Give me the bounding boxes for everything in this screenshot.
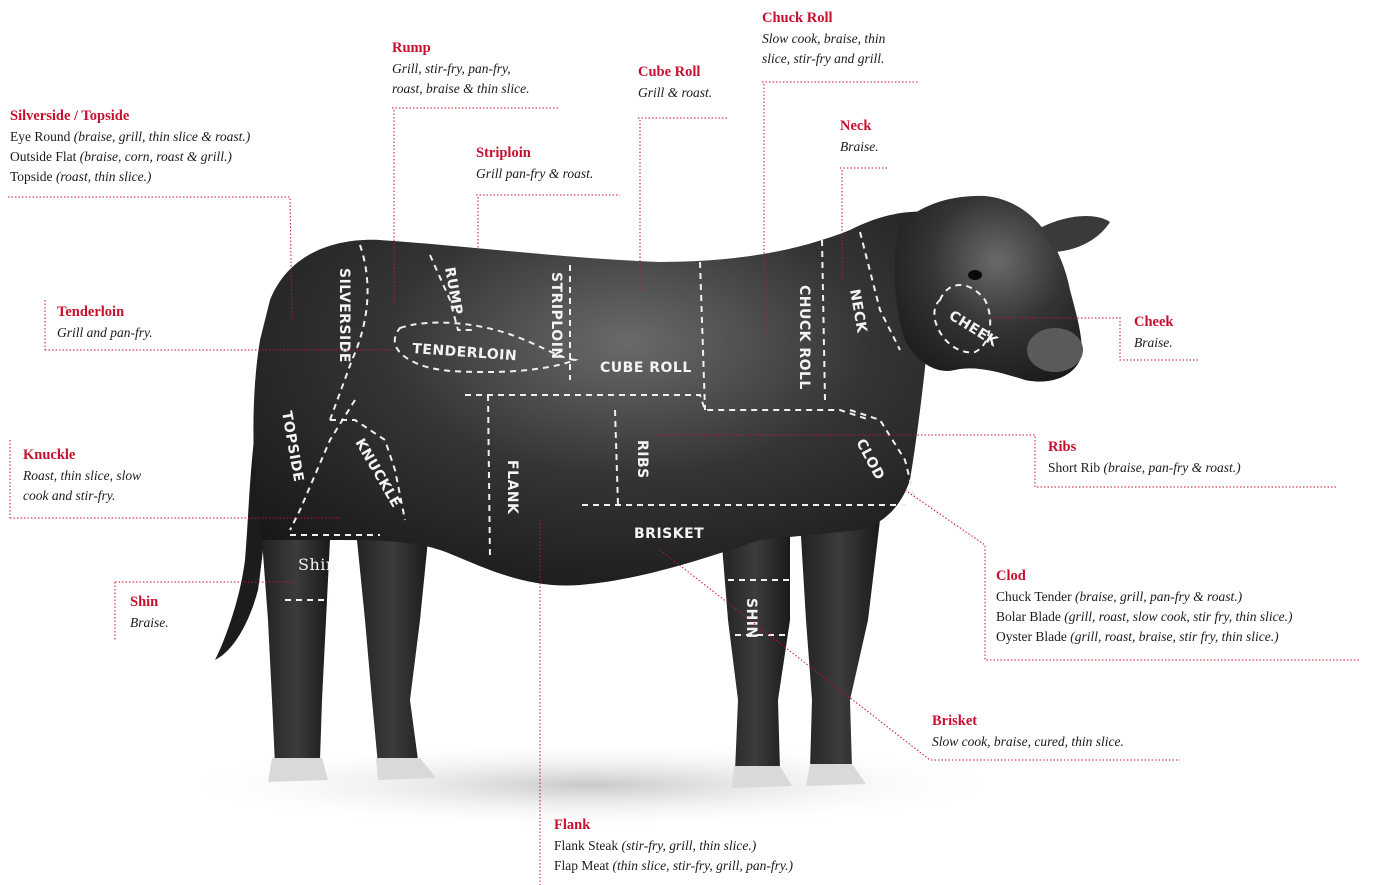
callout-cube-roll: Cube Roll Grill & roast. (638, 62, 712, 103)
callout-item: Chuck Tender (braise, grill, pan-fry & r… (996, 587, 1292, 607)
callout-title: Tenderloin (57, 302, 153, 323)
callout-ribs: Ribs Short Rib (braise, pan-fry & roast.… (1048, 437, 1241, 478)
item-note: (grill, roast, slow cook, stir fry, thin… (1064, 609, 1292, 624)
callout-striploin: Striploin Grill pan-fry & roast. (476, 143, 593, 184)
callout-desc: Braise. (840, 137, 879, 157)
callout-desc: Grill & roast. (638, 83, 712, 103)
callout-title: Silverside / Topside (10, 106, 250, 127)
callout-tenderloin: Tenderloin Grill and pan-fry. (57, 302, 153, 343)
item-note: (grill, roast, braise, stir fry, thin sl… (1070, 629, 1278, 644)
cow-front-leg-far (800, 520, 880, 770)
callout-title: Ribs (1048, 437, 1241, 458)
callout-desc: cook and stir-fry. (23, 486, 141, 506)
callout-brisket: Brisket Slow cook, braise, cured, thin s… (932, 711, 1124, 752)
callout-desc: Roast, thin slice, slow (23, 466, 141, 486)
callout-desc: Braise. (1134, 333, 1173, 353)
callout-desc: Grill and pan-fry. (57, 323, 153, 343)
item-name: Eye Round (10, 129, 70, 144)
item-name: Flap Meat (554, 858, 609, 873)
callout-item: Bolar Blade (grill, roast, slow cook, st… (996, 607, 1292, 627)
hoof (268, 758, 328, 782)
callout-title: Shin (130, 592, 169, 613)
cow-eye (968, 270, 982, 280)
item-note: (thin slice, stir-fry, grill, pan-fry.) (613, 858, 793, 873)
item-note: (roast, thin slice.) (56, 169, 152, 184)
callout-neck: Neck Braise. (840, 116, 879, 157)
item-name: Topside (10, 169, 53, 184)
callout-item: Topside (roast, thin slice.) (10, 167, 250, 187)
callout-knuckle: Knuckle Roast, thin slice, slow cook and… (23, 445, 141, 506)
callout-title: Cheek (1134, 312, 1173, 333)
callout-title: Neck (840, 116, 879, 137)
callout-desc: roast, braise & thin slice. (392, 79, 530, 99)
callout-title: Brisket (932, 711, 1124, 732)
callout-item: Flank Steak (stir-fry, grill, thin slice… (554, 836, 793, 856)
callout-cheek: Cheek Braise. (1134, 312, 1173, 353)
item-name: Oyster Blade (996, 629, 1067, 644)
cow-body (253, 212, 935, 586)
cow-hind-leg-near (355, 520, 430, 765)
callout-title: Rump (392, 38, 530, 59)
callout-shin: Shin Braise. (130, 592, 169, 633)
callout-item: Outside Flat (braise, corn, roast & gril… (10, 147, 250, 167)
cut-label-shin-rear: Shin (298, 555, 337, 574)
cut-label-flank: FLANK (504, 460, 520, 515)
item-note: (braise, pan-fry & roast.) (1104, 460, 1241, 475)
callout-rump: Rump Grill, stir-fry, pan-fry, roast, br… (392, 38, 530, 99)
callout-desc: Slow cook, braise, cured, thin slice. (932, 732, 1124, 752)
callout-chuck-roll: Chuck Roll Slow cook, braise, thin slice… (762, 8, 885, 69)
cut-label-chuck-roll: CHUCK ROLL (796, 285, 812, 390)
callout-clod: Clod Chuck Tender (braise, grill, pan-fr… (996, 566, 1292, 647)
callout-item: Oyster Blade (grill, roast, braise, stir… (996, 627, 1292, 647)
item-note: (stir-fry, grill, thin slice.) (622, 838, 757, 853)
cut-label-brisket: BRISKET (634, 526, 704, 542)
callout-title: Chuck Roll (762, 8, 885, 29)
callout-silverside-topside: Silverside / Topside Eye Round (braise, … (10, 106, 250, 187)
item-note: (braise, corn, roast & grill.) (80, 149, 232, 164)
callout-item: Flap Meat (thin slice, stir-fry, grill, … (554, 856, 793, 876)
item-name: Short Rib (1048, 460, 1100, 475)
cut-label-shin-front: SHIN (743, 598, 759, 639)
callout-desc: slice, stir-fry and grill. (762, 49, 885, 69)
callout-item: Eye Round (braise, grill, thin slice & r… (10, 127, 250, 147)
item-name: Outside Flat (10, 149, 76, 164)
item-name: Flank Steak (554, 838, 618, 853)
cow-muzzle (1027, 328, 1083, 372)
callout-desc: Slow cook, braise, thin (762, 29, 885, 49)
cut-label-silverside: SILVERSIDE (336, 268, 352, 363)
callout-desc: Grill pan-fry & roast. (476, 164, 593, 184)
item-name: Chuck Tender (996, 589, 1072, 604)
callout-title: Striploin (476, 143, 593, 164)
cut-label-ribs: RIBS (634, 440, 650, 479)
callout-title: Flank (554, 815, 793, 836)
item-note: (braise, grill, pan-fry & roast.) (1075, 589, 1242, 604)
callout-desc: Braise. (130, 613, 169, 633)
callout-title: Knuckle (23, 445, 141, 466)
callout-title: Clod (996, 566, 1292, 587)
callout-flank: Flank Flank Steak (stir-fry, grill, thin… (554, 815, 793, 876)
cut-label-cube-roll: CUBE ROLL (600, 360, 692, 376)
callout-item: Short Rib (braise, pan-fry & roast.) (1048, 458, 1241, 478)
item-name: Bolar Blade (996, 609, 1061, 624)
cow-front-leg-near (720, 520, 790, 772)
callout-title: Cube Roll (638, 62, 712, 83)
item-note: (braise, grill, thin slice & roast.) (74, 129, 251, 144)
cut-label-striploin: STRIPLOIN (548, 272, 564, 360)
callout-desc: Grill, stir-fry, pan-fry, (392, 59, 530, 79)
